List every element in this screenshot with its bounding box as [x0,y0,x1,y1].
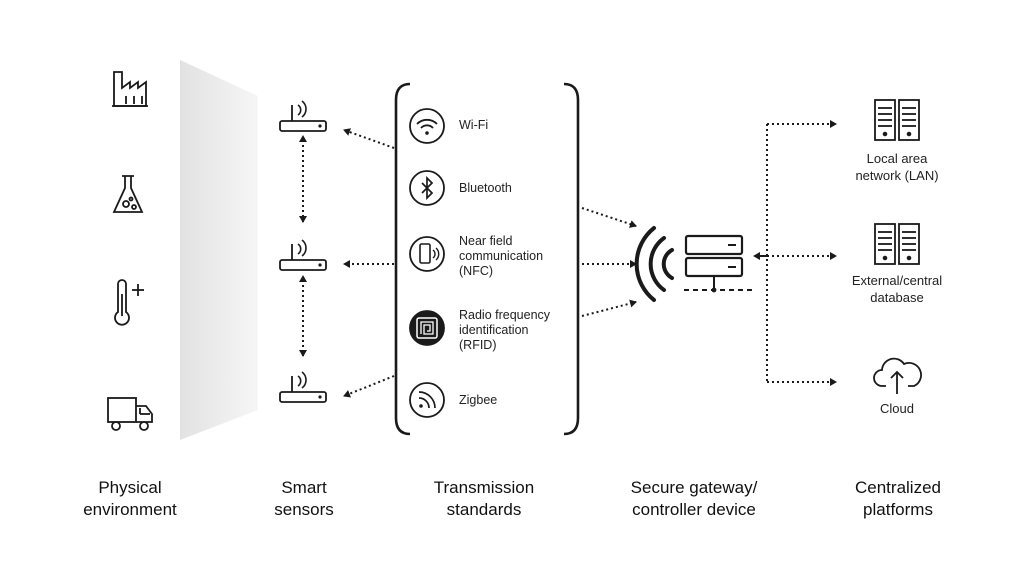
flask-icon [112,175,144,213]
cloud-upload-icon [873,357,922,394]
platform-label-cloud: Cloud [880,401,914,416]
right-bracket [563,82,580,436]
server-rack-icon [874,223,920,265]
server-gateway-icon [634,226,752,302]
router-icon [279,371,327,403]
column-title-platforms: Centralized platforms [855,478,941,519]
standard-to-sensor-arrow [343,128,395,149]
left-bracket [394,82,411,436]
rfid-chip-icon [409,310,445,346]
standard-label-zigbee: Zigbee [459,393,498,407]
truck-icon [107,397,153,431]
platform-label-lan: Local area network (LAN) [855,151,939,183]
server-rack-icon [874,99,920,141]
platform-label-database: External/central database [851,273,943,305]
standard-label-bluetooth: Bluetooth [459,181,512,195]
sensing-field-shade [180,60,258,440]
router-icon [279,239,327,271]
standard-to-gateway-arrow [581,207,637,228]
router-icon [279,100,327,132]
column-title-physical: Physical environment [83,478,177,519]
standard-label-nfc: Near field communication (NFC) [459,234,544,278]
column-title-transmission: Transmission standards [433,478,535,519]
zigbee-icon [409,382,445,418]
thermometer-icon [114,279,144,326]
standard-label-rfid: Radio frequency identification (RFID) [459,308,551,352]
bluetooth-icon [409,170,445,206]
standard-to-sensor-arrow [343,375,395,398]
wifi-icon [409,108,445,144]
column-title-sensors: Smart sensors [274,478,334,519]
factory-icon [112,71,148,107]
column-title-gateway: Secure gateway/ controller device [630,478,758,519]
phone-nfc-icon [409,236,445,272]
standard-to-gateway-arrow [581,299,637,317]
standard-label-wifi: Wi-Fi [459,118,489,132]
